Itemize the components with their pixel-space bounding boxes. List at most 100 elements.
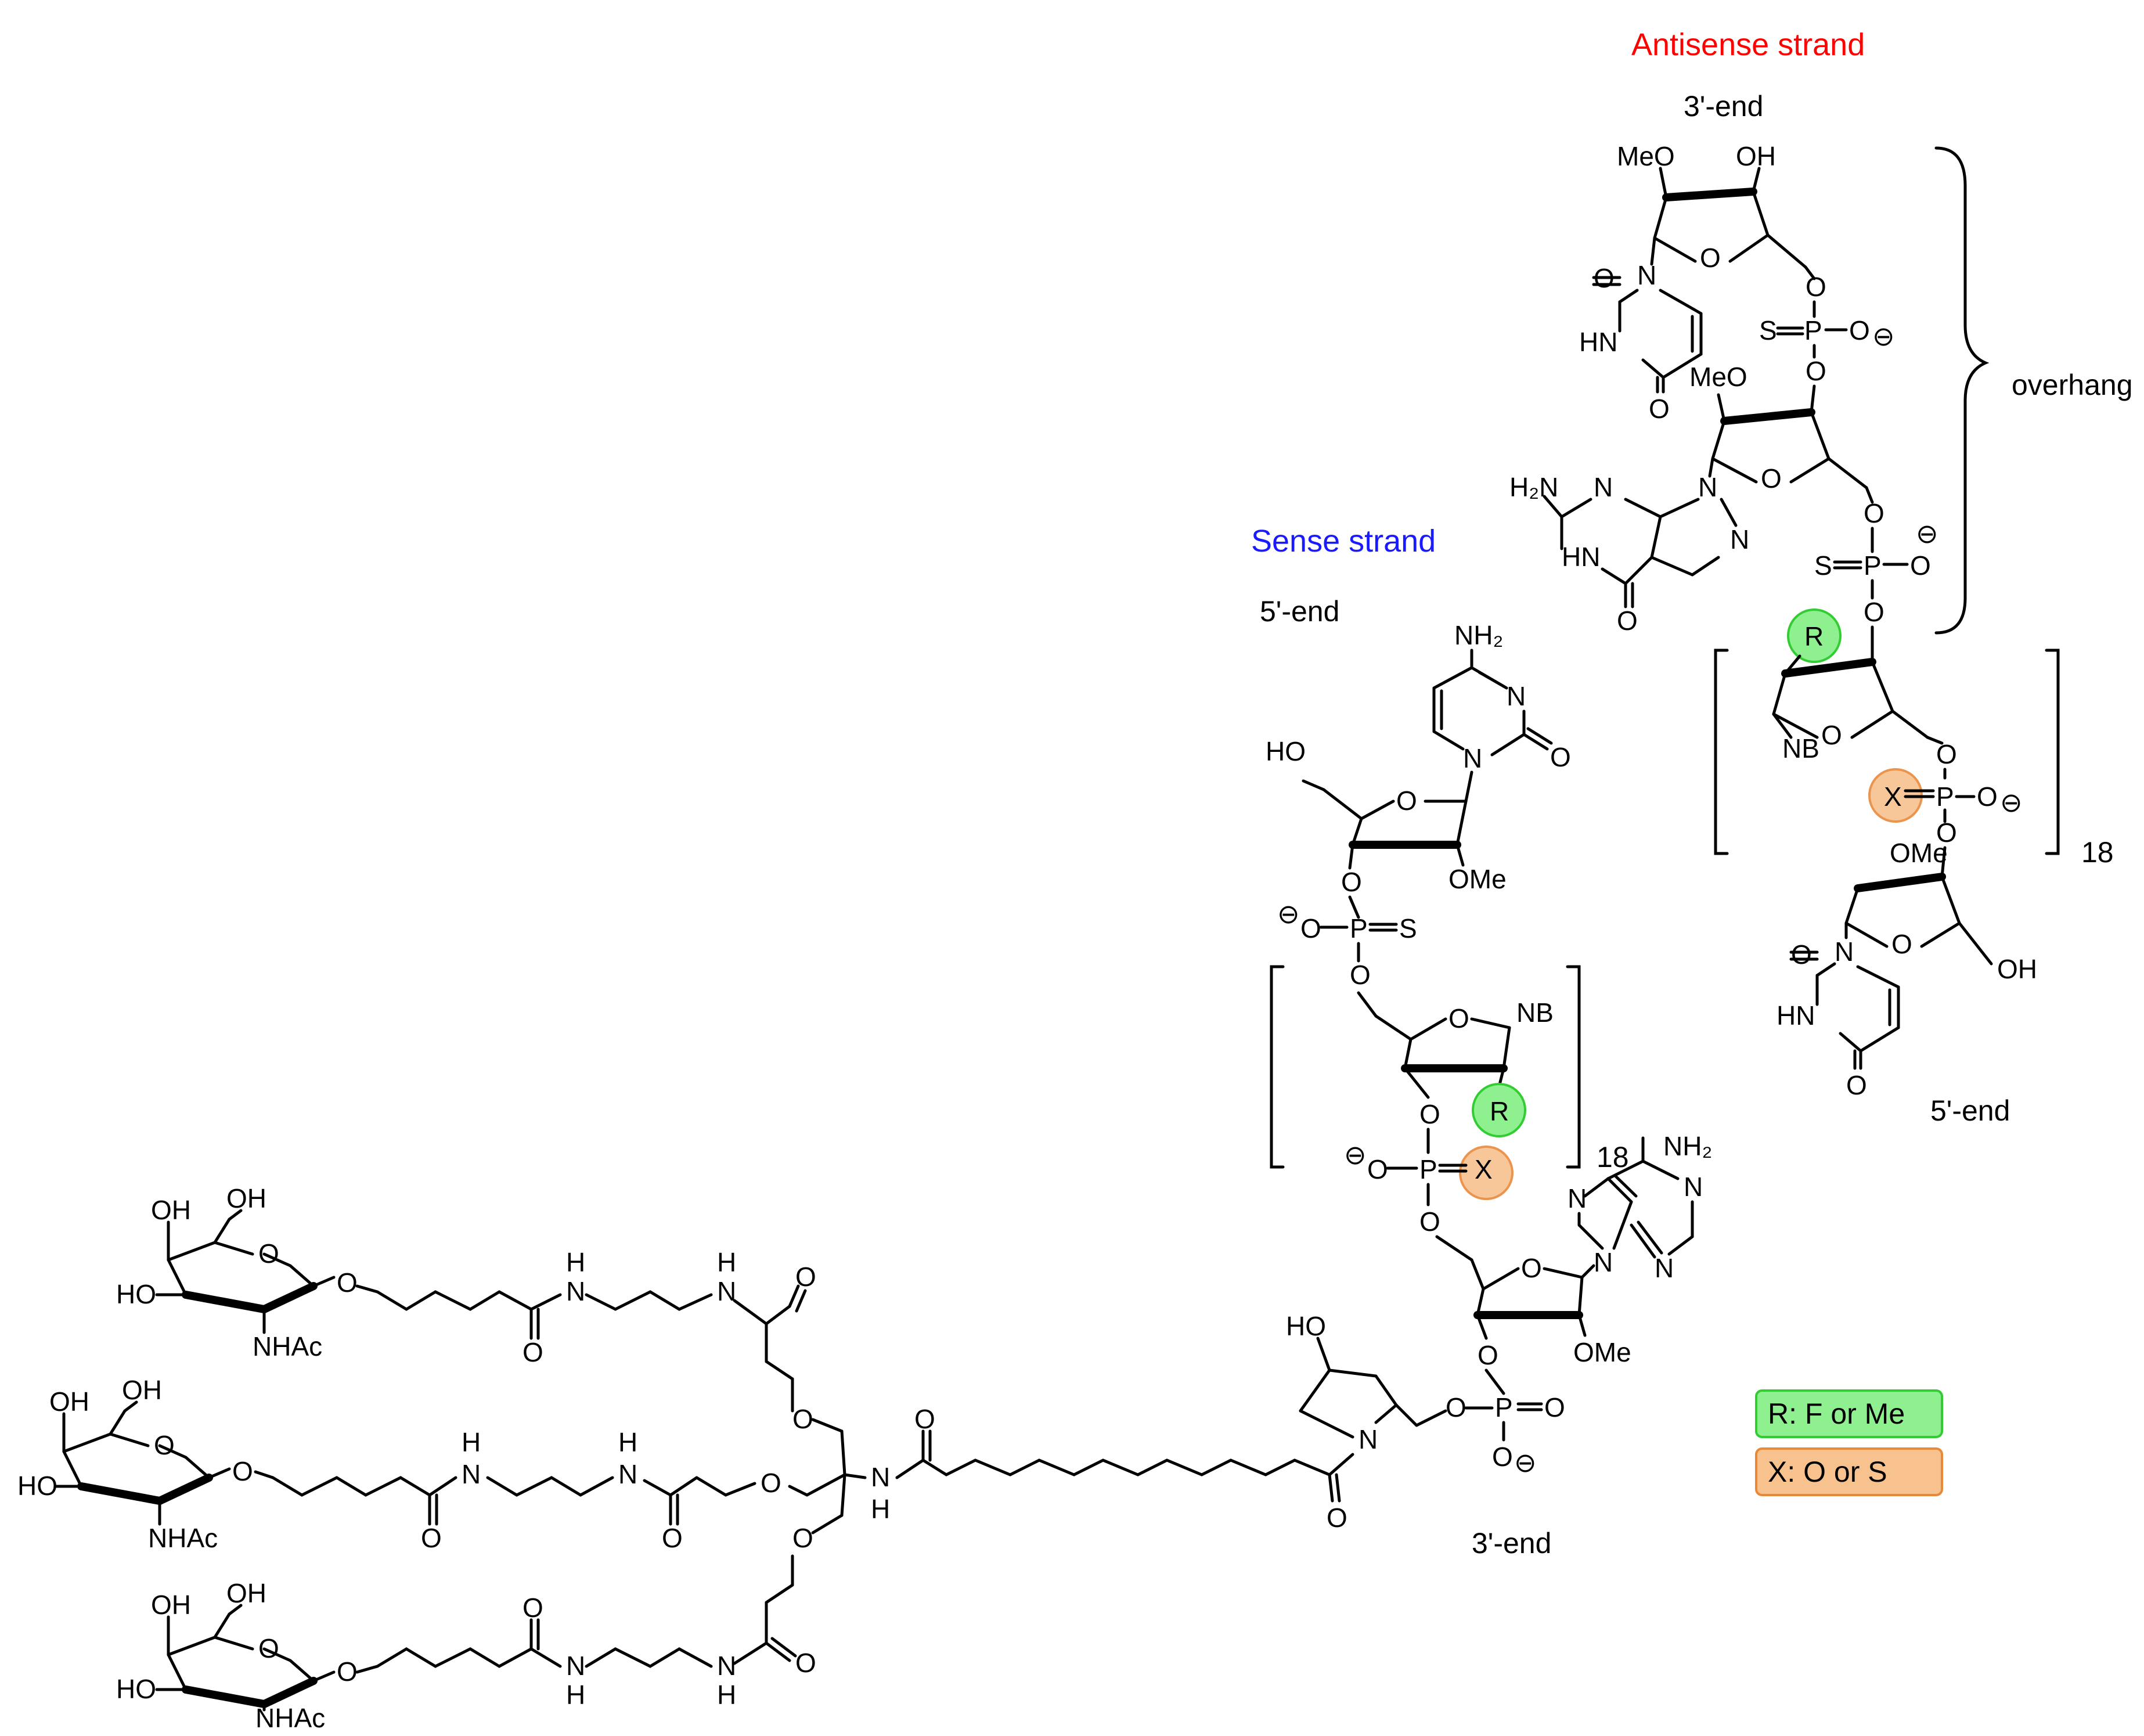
svg-text:N: N	[618, 1459, 637, 1489]
svg-text:S: S	[1399, 913, 1417, 943]
hydroxyprolinol-linker: N HO O	[1286, 1311, 1447, 1533]
svg-text:OMe: OMe	[1448, 864, 1507, 894]
svg-text:⊖: ⊖	[1277, 899, 1300, 929]
svg-text:N: N	[1463, 743, 1482, 773]
svg-text:O: O	[1327, 1503, 1347, 1533]
svg-text:S: S	[1759, 315, 1777, 345]
svg-text:NHAc: NHAc	[148, 1523, 218, 1553]
svg-text:NB: NB	[1516, 997, 1554, 1028]
sense-cytidine-5-terminal: NH₂ N O N O HO	[1266, 620, 1571, 897]
svg-text:HN: HN	[1777, 1000, 1815, 1031]
legend-r-text: R: F or Me	[1768, 1398, 1905, 1430]
overhang-label: overhang	[2012, 369, 2133, 401]
dodecanoyl-linker-chain: O N H	[843, 1404, 1331, 1524]
antisense-5-end-label: 5'-end	[1930, 1094, 2010, 1127]
svg-text:O: O	[662, 1523, 683, 1553]
svg-text:O: O	[1700, 243, 1721, 273]
sense-adenosine-3-terminal: O OMe O N N NH₂ N	[1435, 1131, 1712, 1478]
svg-text:O: O	[1846, 1070, 1867, 1100]
svg-text:N: N	[1655, 1253, 1674, 1283]
svg-text:N: N	[462, 1459, 481, 1489]
svg-text:N: N	[1698, 472, 1717, 502]
svg-text:H: H	[566, 1247, 585, 1277]
svg-text:NH₂: NH₂	[1663, 1131, 1712, 1161]
sense-3-end-label: 3'-end	[1472, 1527, 1551, 1559]
svg-text:O: O	[258, 1238, 279, 1269]
svg-text:N: N	[1507, 681, 1526, 711]
svg-text:O: O	[337, 1267, 358, 1298]
svg-text:R: R	[1804, 621, 1824, 651]
svg-text:O: O	[1448, 1003, 1469, 1033]
svg-text:O: O	[1300, 913, 1321, 943]
svg-text:N: N	[1637, 260, 1656, 290]
svg-text:O: O	[1478, 1340, 1498, 1370]
svg-text:MeO: MeO	[1689, 362, 1747, 392]
svg-text:HN: HN	[1562, 542, 1600, 572]
svg-text:MeO: MeO	[1617, 141, 1675, 171]
svg-text:⊖: ⊖	[1514, 1447, 1537, 1478]
svg-text:NHAc: NHAc	[253, 1331, 322, 1362]
galnac-sugar-bottom: O OH OH HO NHAc	[116, 1578, 336, 1733]
svg-text:NHAc: NHAc	[255, 1703, 325, 1733]
svg-text:O: O	[1521, 1253, 1542, 1283]
svg-text:OH: OH	[151, 1195, 191, 1225]
svg-text:N: N	[1835, 937, 1854, 967]
svg-text:O: O	[792, 1523, 813, 1553]
svg-text:P: P	[1864, 550, 1882, 581]
svg-text:HO: HO	[17, 1471, 57, 1501]
svg-text:O: O	[795, 1262, 816, 1292]
svg-text:O: O	[1492, 1442, 1513, 1472]
svg-text:O: O	[1649, 394, 1670, 424]
galnac-sugar-middle: O OH OH HO NHAc	[17, 1375, 231, 1553]
antisense-repeat-unit: 18 O R NB O X P O ⊖	[1714, 608, 2114, 869]
svg-text:N: N	[1568, 1183, 1587, 1213]
legend-x-text: X: O or S	[1768, 1456, 1887, 1488]
svg-text:O: O	[1419, 1099, 1440, 1129]
svg-text:O: O	[914, 1404, 935, 1434]
r-substituent-highlight	[1787, 608, 1842, 663]
sense-repeat-unit: 18 O NB R O P ⊖ O X O	[1270, 965, 1629, 1237]
sense-5-end-label: 5'-end	[1260, 595, 1339, 628]
svg-text:O: O	[1617, 606, 1638, 636]
svg-text:O: O	[154, 1430, 175, 1460]
antisense-uridine-5-terminal: OMe O OH N HN O O	[1777, 838, 2037, 1100]
svg-text:HO: HO	[1286, 1311, 1326, 1341]
svg-text:P: P	[1350, 913, 1368, 943]
svg-text:H₂N: H₂N	[1509, 472, 1558, 502]
svg-text:X: X	[1475, 1154, 1493, 1184]
svg-text:O: O	[1419, 1206, 1440, 1237]
svg-text:OH: OH	[1736, 141, 1776, 171]
svg-text:O: O	[1341, 867, 1362, 897]
svg-text:R: R	[1490, 1096, 1509, 1126]
svg-text:O: O	[1761, 463, 1782, 494]
svg-text:OH: OH	[1997, 954, 2037, 984]
svg-text:N: N	[566, 1276, 585, 1306]
svg-text:H: H	[566, 1680, 585, 1710]
svg-text:O: O	[421, 1523, 442, 1553]
svg-text:N: N	[1594, 472, 1613, 502]
svg-text:P: P	[1495, 1392, 1513, 1422]
svg-text:H: H	[871, 1494, 890, 1524]
antisense-uridine-3-terminal: O MeO OH O N HN O O	[1579, 141, 1826, 424]
sense-strand-title: Sense strand	[1251, 524, 1436, 559]
legend-r-box	[1755, 1389, 1943, 1438]
antisense-strand: Antisense strand 3'-end O MeO OH O N	[1509, 27, 2133, 1127]
svg-text:OH: OH	[122, 1375, 162, 1405]
svg-text:OMe: OMe	[1573, 1337, 1631, 1367]
legend: R: F or Me X: O or S	[1755, 1389, 1943, 1496]
svg-text:O: O	[1791, 939, 1812, 970]
svg-text:O: O	[1864, 597, 1884, 627]
svg-text:O: O	[523, 1337, 543, 1367]
svg-text:N: N	[1730, 524, 1749, 554]
svg-text:H: H	[717, 1247, 736, 1277]
svg-text:N: N	[717, 1651, 736, 1681]
r-substituent-highlight-sense	[1472, 1083, 1526, 1137]
svg-text:HO: HO	[116, 1674, 156, 1704]
svg-text:O: O	[1936, 817, 1957, 848]
sense-phosphorothioate: P ⊖ O S O	[1277, 895, 1417, 990]
sense-strand: Sense strand 5'-end NH₂ N O N O	[1251, 524, 1712, 1559]
svg-text:O: O	[1396, 786, 1417, 816]
antisense-phosphorothioate-1: P S O ⊖ O	[1759, 300, 1895, 386]
antisense-3-end-label: 3'-end	[1684, 90, 1763, 123]
